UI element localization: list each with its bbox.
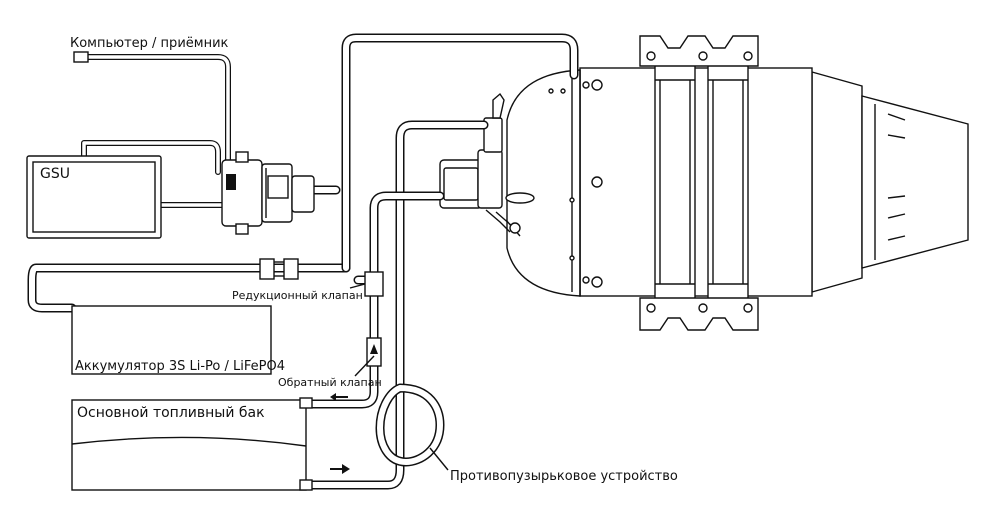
label-reducer: Редукционный клапан [232,289,363,302]
turbine-engine [439,35,969,331]
battery-box [71,305,272,375]
computer-connector [73,51,89,63]
engine-casing [579,67,813,297]
mount-bracket-top [639,35,759,67]
intake-nose [506,69,581,297]
gsu-unit [26,155,162,239]
supply-flow-arrow [330,464,350,474]
fuel-tank [71,397,313,491]
label-anti-bubble: Противопузырьковое устройство [450,469,678,484]
tubing [27,33,579,490]
anti-bubble-device [375,383,445,467]
label-check-valve: Обратный клапан [278,376,382,389]
label-gsu: GSU [40,166,70,182]
ecu-unit [221,151,315,235]
reducer-valve [259,258,299,280]
exhaust-nozzle [861,95,969,269]
return-flow-arrow [330,393,348,401]
fuel-tee [364,271,384,297]
mount-bracket-bottom [639,297,759,331]
label-fuel-tank: Основной топливный бак [77,405,265,421]
exhaust-cone [811,71,863,293]
label-computer: Компьютер / приёмник [70,36,229,51]
label-battery: Аккумулятор 3S Li-Po / LiFePO4 [75,359,285,374]
